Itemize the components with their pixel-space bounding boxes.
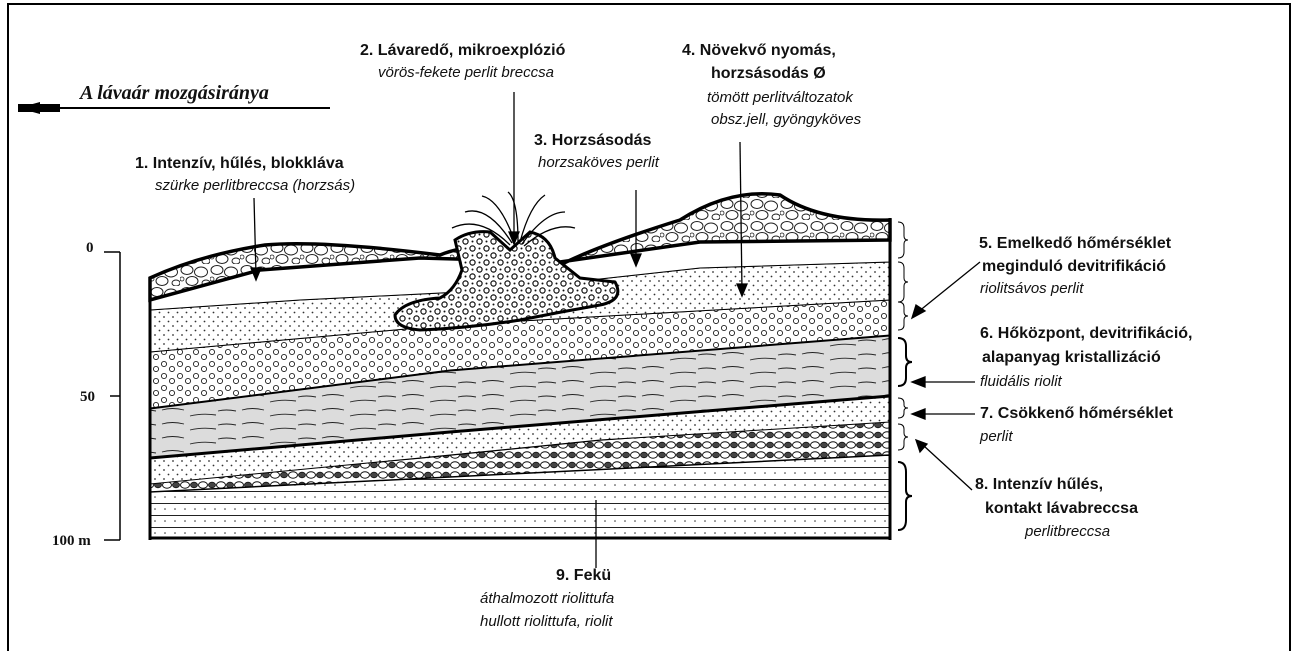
label-8-heading2: kontakt lávabreccsa — [985, 500, 1138, 517]
label-3-heading: 3. Horzsásodás — [534, 132, 651, 149]
diagram-title: A lávaár mozgásiránya — [78, 82, 269, 104]
label-4-sub-1: tömött perlitváltozatok — [707, 89, 854, 106]
label-6-sub: fluidális riolit — [980, 373, 1063, 390]
label-6-heading: 6. Hőközpont, devitrifikáció, — [980, 325, 1192, 342]
label-1-heading: 1. Intenzív, hűlés, blokkláva — [135, 155, 344, 172]
label-5-heading: 5. Emelkedő hőmérséklet — [979, 235, 1172, 252]
label-6: 6. Hőközpont, devitrifikáció, alapanyag … — [980, 325, 1192, 390]
label-5: 5. Emelkedő hőmérséklet meginduló devitr… — [979, 235, 1172, 297]
label-9-heading: 9. Fekü — [556, 567, 611, 584]
label-4-heading2: horzsásodás Ø — [711, 65, 826, 82]
depth-scale — [104, 252, 120, 540]
label-7: 7. Csökkenő hőmérséklet perlit — [979, 405, 1174, 445]
label-2: 2. Lávaredő, mikroexplózió vörös-fekete … — [360, 42, 566, 81]
label-2-sub: vörös-fekete perlit breccsa — [378, 64, 554, 81]
label-4-heading: 4. Növekvő nyomás, — [682, 42, 836, 59]
scale-label-50: 50 — [80, 389, 95, 405]
label-4: 4. Növekvő nyomás, horzsásodás Ø tömött … — [682, 42, 862, 128]
label-1-sub: szürke perlitbreccsa (horzsás) — [155, 177, 355, 194]
label-8-heading: 8. Intenzív hűlés, — [975, 476, 1103, 493]
scale-label-0: 0 — [86, 240, 94, 256]
label-5-sub: riolitsávos perlit — [980, 280, 1084, 297]
scale-label-100: 100 m — [52, 533, 91, 549]
label-9: 9. Fekü áthalmozott riolittufa hullott r… — [480, 567, 614, 630]
label-6-heading2: alapanyag kristallizáció — [982, 349, 1161, 366]
label-4-sub-2: obsz.jell, gyöngyköves — [711, 111, 862, 128]
label-2-heading: 2. Lávaredő, mikroexplózió — [360, 42, 566, 59]
label-7-sub: perlit — [979, 428, 1013, 445]
label-1: 1. Intenzív, hűlés, blokkláva szürke per… — [135, 155, 355, 194]
label-9-sub-1: áthalmozott riolittufa — [480, 590, 614, 607]
label-3-sub: horzsaköves perlit — [538, 154, 660, 171]
label-5-heading2: meginduló devitrifikáció — [982, 258, 1166, 275]
label-9-sub-2: hullott riolittufa, riolit — [480, 613, 613, 630]
label-3: 3. Horzsásodás horzsaköves perlit — [534, 132, 660, 171]
label-7-heading: 7. Csökkenő hőmérséklet — [980, 405, 1174, 422]
label-8: 8. Intenzív hűlés, kontakt lávabreccsa p… — [975, 476, 1138, 540]
layer-braces — [898, 222, 912, 530]
label-8-sub: perlitbreccsa — [1024, 523, 1110, 540]
